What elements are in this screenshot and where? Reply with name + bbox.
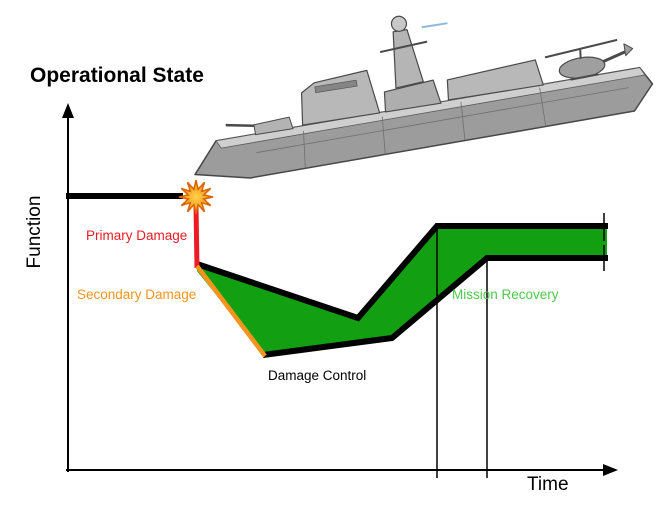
ship-bridge-windows bbox=[314, 79, 358, 93]
x-axis-arrowhead bbox=[603, 464, 618, 476]
axes bbox=[62, 103, 618, 476]
explosion-icon bbox=[178, 179, 214, 215]
ship-hangar bbox=[446, 59, 544, 101]
band-upper-boundary bbox=[196, 223, 608, 322]
primary-damage-line bbox=[193, 205, 200, 269]
primary-damage-label: Primary Damage bbox=[86, 228, 187, 243]
x-axis-label: Time bbox=[527, 474, 569, 495]
damage-control-label: Damage Control bbox=[268, 368, 366, 383]
secondary-damage-label: Secondary Damage bbox=[77, 287, 196, 302]
band-lower-boundary bbox=[262, 255, 608, 358]
y-axis-arrowhead bbox=[62, 103, 74, 118]
mission-recovery-label: Mission Recovery bbox=[452, 287, 559, 302]
secondary-damage-line bbox=[195, 264, 267, 358]
y-axis-label: Function bbox=[24, 196, 45, 269]
recovery-band bbox=[197, 227, 607, 356]
ship-forward-gun bbox=[225, 116, 294, 136]
page-title: Operational State bbox=[30, 64, 204, 87]
ship-panel-lines bbox=[256, 87, 629, 168]
ship-mid-structure bbox=[383, 79, 442, 113]
ship-helicopter bbox=[544, 38, 634, 81]
ship-mast bbox=[379, 15, 448, 89]
ship-radar-dome bbox=[390, 15, 408, 32]
ship-antenna-line bbox=[421, 22, 448, 29]
warship-illustration bbox=[194, 15, 654, 179]
ship-bridge bbox=[300, 69, 381, 126]
